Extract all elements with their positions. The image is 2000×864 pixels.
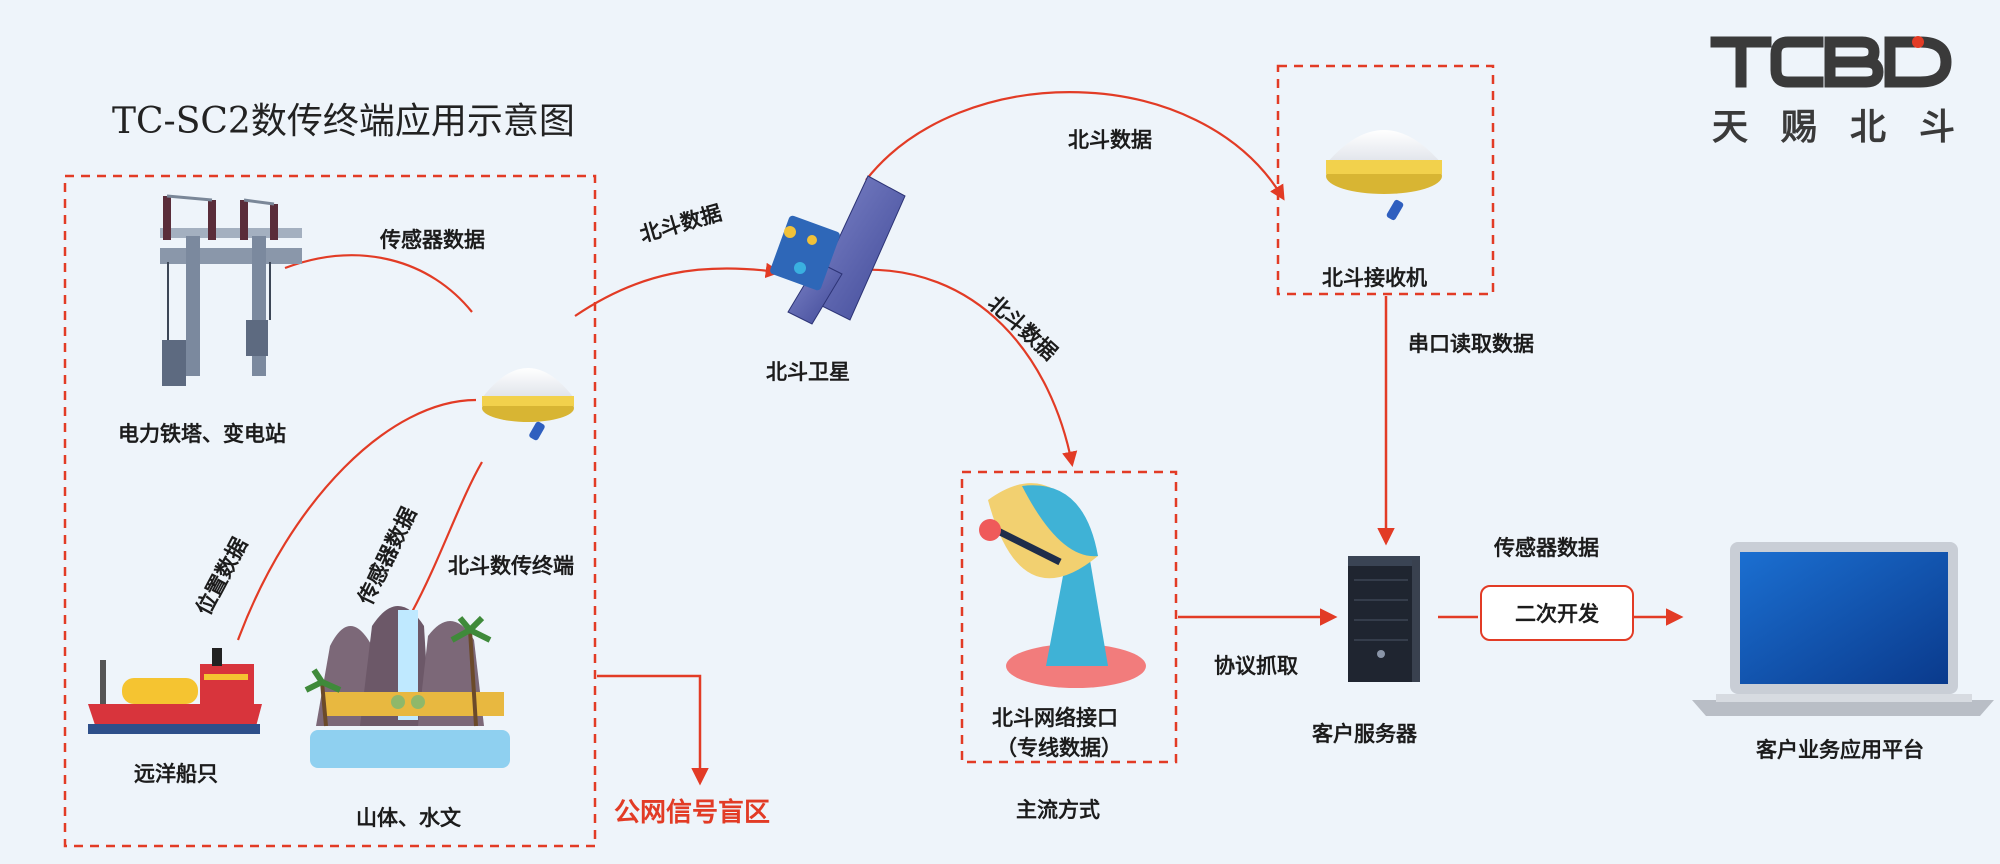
label-public-network-blind: 公网信号盲区 <box>614 798 771 828</box>
server-image <box>1348 556 1420 682</box>
logo-char-3: 北 <box>1849 107 1886 148</box>
label-ship: 远洋船只 <box>134 762 218 786</box>
satellite-image <box>770 175 906 325</box>
curve-ship-terminal <box>236 398 477 641</box>
label-power-tower: 电力铁塔、变电站 <box>118 422 286 446</box>
label-sensor-data-top: 传感器数据 <box>380 228 485 252</box>
curve-tower-terminal <box>284 254 473 313</box>
line-blind-zone-arrow <box>597 674 709 786</box>
mountain-water-image <box>304 606 510 768</box>
receiver-image <box>1326 130 1442 221</box>
label-sensor-data-right: 传感器数据 <box>1494 536 1599 560</box>
secondary-dev-box: 二次开发 <box>1480 585 1634 641</box>
logo-char-2: 赐 <box>1780 107 1817 148</box>
diagram-title: TC-SC2数传终端应用示意图 <box>112 101 575 142</box>
label-beidou-satellite: 北斗卫星 <box>766 360 850 384</box>
logo-accent-dot <box>1912 36 1924 48</box>
label-beidou-terminal: 北斗数传终端 <box>448 554 574 578</box>
label-mountain-water: 山体、水文 <box>356 806 461 830</box>
label-protocol-capture: 协议抓取 <box>1214 654 1298 678</box>
logo-char-4: 斗 <box>1918 107 1955 148</box>
laptop-image <box>1692 542 1994 716</box>
label-serial-read: 串口读取数据 <box>1408 332 1534 356</box>
ship-image <box>88 648 262 734</box>
curve-mountain-terminal <box>411 461 483 613</box>
curve-satellite-interface <box>851 268 1078 468</box>
beidou-terminal-image <box>482 368 574 441</box>
label-network-interface-line2: （专线数据） <box>996 736 1122 760</box>
network-interface-box <box>960 470 1178 764</box>
blind-zone-box <box>63 174 597 848</box>
label-beidou-data-top: 北斗数据 <box>1068 128 1152 152</box>
label-beidou-receiver: 北斗接收机 <box>1322 266 1427 290</box>
curve-satellite-receiver <box>865 91 1285 201</box>
label-mainstream: 主流方式 <box>1016 798 1100 822</box>
label-network-interface-line1: 北斗网络接口 <box>992 706 1118 730</box>
label-customer-server: 客户服务器 <box>1312 722 1417 746</box>
logo-chinese-name: 天 赐 北 斗 <box>1712 98 1955 150</box>
label-customer-platform: 客户业务应用平台 <box>1756 738 1924 762</box>
curve-terminal-satellite <box>574 262 782 317</box>
power-tower-image <box>160 194 302 386</box>
dish-antenna-image <box>979 483 1146 688</box>
logo-char-1: 天 <box>1712 107 1749 148</box>
receiver-box <box>1276 64 1495 296</box>
tcbd-logo-mark <box>1710 36 1952 88</box>
